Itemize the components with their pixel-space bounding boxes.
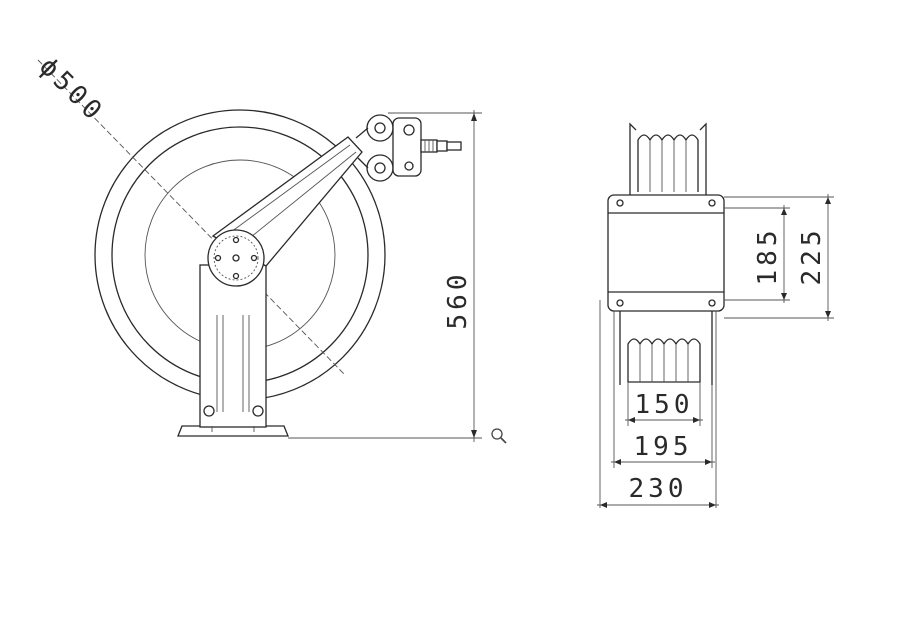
dim-185-label: 185 [753,227,783,286]
diameter-leader [37,59,346,376]
hose-fitting [420,139,462,153]
top-hose-coil [629,122,707,195]
side-body [607,194,725,312]
bottom-dimensions [597,300,719,508]
roller-guide [355,114,422,182]
right-dimensions [724,194,834,321]
side-view: 185 225 150 195 230 [597,122,834,508]
height-dimension [288,110,482,442]
dim-230-label: 230 [629,474,688,504]
dim-195-label: 195 [634,432,693,462]
magnifier-icon[interactable] [491,428,507,444]
dim-150-label: 150 [635,390,694,420]
dim-diameter-label: ϕ500 [33,52,110,129]
base-plate [177,425,289,437]
dim-225-label: 225 [797,227,827,286]
stand [199,264,267,428]
reel-hub [207,229,265,287]
front-view: 560 ϕ500 [33,52,482,442]
dim-height-label: 560 [443,271,473,330]
bottom-hose-coil [619,311,713,385]
